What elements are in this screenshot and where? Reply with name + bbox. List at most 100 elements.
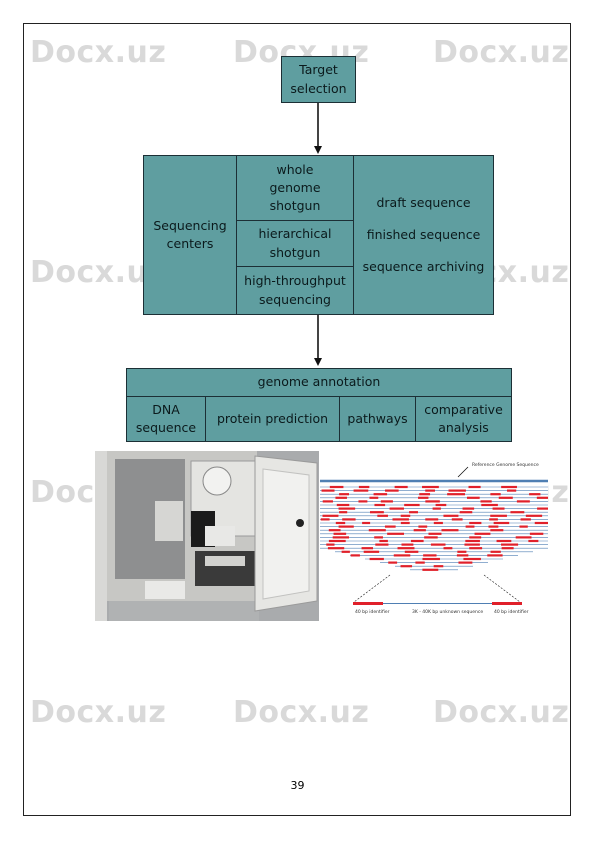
read-segment (507, 489, 517, 492)
reads-group (320, 479, 548, 571)
middle-label: 3K - 40K bp unknown sequence (412, 609, 483, 615)
read-segment (481, 503, 498, 507)
annotation-item-pathways: pathways (339, 396, 416, 442)
read-segment (384, 525, 396, 528)
annotation-item-comparative-analysis: comparative analysis (415, 396, 512, 442)
read-segment (447, 493, 466, 496)
read-segment (374, 503, 386, 507)
page-border (23, 23, 571, 816)
left-end-marker (353, 602, 383, 605)
read-segment (528, 539, 539, 543)
sequencer-machine-photo (95, 451, 319, 621)
read-segment (418, 525, 428, 528)
method-box-hierarchical: hierarchical shotgun (236, 220, 354, 267)
read-segment (433, 521, 443, 525)
read-segment (424, 536, 438, 539)
read-segment (451, 518, 463, 521)
read-segment (474, 532, 491, 535)
read-segment (466, 496, 480, 499)
read-segment (369, 557, 384, 561)
read-segment (375, 543, 389, 546)
read-segment (369, 511, 384, 514)
read-segment (335, 521, 346, 525)
read-segment (380, 500, 393, 503)
read-segment (373, 493, 388, 496)
read-segment (397, 547, 415, 550)
arrow-line (317, 315, 319, 359)
read-segment (492, 507, 505, 510)
read-segment (501, 485, 517, 489)
read-segment (361, 547, 374, 550)
target-selection-box: Target selection (281, 56, 356, 103)
read-segment (448, 489, 466, 492)
read-segment (423, 554, 437, 557)
read-segment (490, 529, 504, 532)
read-segment (465, 525, 475, 528)
read-segment (327, 547, 345, 550)
read-segment (332, 536, 349, 539)
read-segment (443, 547, 453, 550)
read-segment (487, 554, 503, 557)
read-segment (537, 507, 548, 510)
read-segment (333, 532, 347, 535)
output-sequence-archiving: sequence archiving (362, 259, 485, 275)
read-segment (341, 550, 350, 553)
read-segment (320, 518, 330, 521)
read-segment (394, 485, 408, 489)
reference-pointer (457, 466, 469, 478)
arrow-line (317, 103, 319, 147)
read-segment (409, 511, 418, 514)
read-segment (469, 521, 482, 525)
read-segment (358, 500, 368, 503)
read-segment (462, 507, 475, 510)
watermark: Docx.uz (433, 695, 570, 730)
read-segment (329, 485, 344, 489)
read-segment (338, 525, 354, 528)
read-segment (493, 521, 510, 525)
read-segment (350, 554, 360, 557)
read-segment (465, 539, 480, 543)
read-segment (457, 550, 467, 553)
read-segment (529, 532, 544, 535)
read-segment (335, 496, 347, 499)
read-segment (400, 514, 411, 517)
read-segment (419, 493, 431, 496)
read-segment (516, 500, 530, 503)
read-segment (458, 561, 473, 564)
read-segment (400, 565, 413, 568)
read-segment (385, 489, 399, 492)
read-segment (534, 521, 548, 525)
page-number: 39 (290, 779, 305, 792)
read-segment (392, 518, 409, 521)
read-segment (387, 532, 405, 535)
read-segment (456, 554, 469, 557)
read-segment (435, 503, 447, 507)
read-segment (339, 511, 348, 514)
watermark: Docx.uz (30, 35, 167, 70)
read-segment (515, 536, 532, 539)
sequencing-centers-box: Sequencing centers (143, 155, 237, 315)
read-segment (425, 500, 440, 503)
read-segment (389, 507, 404, 510)
zoom-line-left (353, 574, 391, 603)
read-segment (393, 554, 411, 557)
read-segment (326, 543, 335, 546)
read-segment (377, 514, 388, 517)
annotation-item-protein-prediction: protein prediction (205, 396, 340, 442)
sequencer-illustration (95, 451, 319, 621)
read-segment (464, 543, 480, 546)
read-segment (498, 496, 513, 499)
read-mapping-diagram: Reference Genome Sequence 40 bp identifi… (320, 451, 548, 621)
read-segment (468, 485, 481, 489)
zoom-line-right (483, 574, 521, 603)
read-segment (536, 496, 548, 499)
read-segment (425, 518, 439, 521)
read-segment (425, 489, 436, 492)
read-segment (328, 539, 346, 543)
reference-genome-label: Reference Genome Sequence (472, 462, 539, 468)
read-segment (496, 539, 512, 543)
read-segment (404, 550, 419, 553)
watermark: Docx.uz (30, 695, 167, 730)
watermark: Docx.uz (433, 35, 570, 70)
read-segment (433, 565, 444, 568)
